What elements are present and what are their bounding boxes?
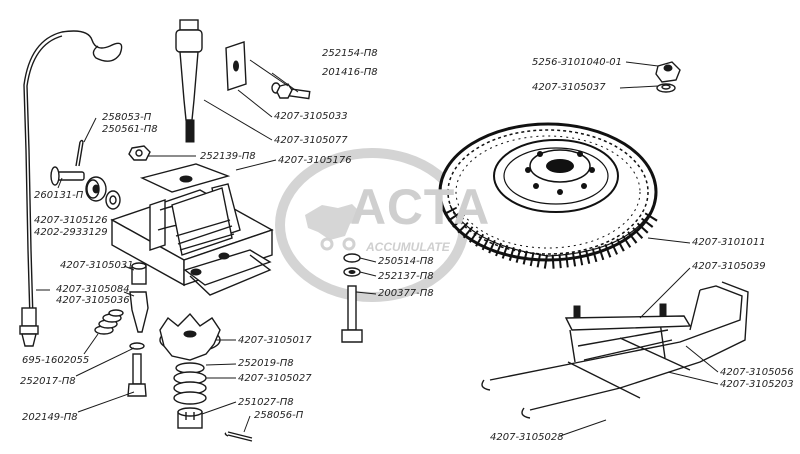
label-3101011: 4207-3101011 [692, 237, 766, 248]
label-252017: 252017-П8 [20, 376, 76, 387]
leader-lines [36, 59, 719, 437]
label-3105084: 4207-3105084 [56, 284, 130, 295]
spare-wheel [438, 122, 661, 270]
bracket-body [110, 183, 274, 296]
bushing [131, 262, 147, 285]
label-3105039: 4207-3105039 [692, 261, 766, 272]
nut-250561 [128, 145, 151, 161]
watermark-title: АСТА [350, 179, 492, 235]
cotter-pin-258053 [75, 139, 84, 167]
label-251027: 251027-П8 [238, 397, 294, 408]
label-202149: 202149-П8 [22, 412, 78, 423]
label-3105176: 4207-3105176 [278, 155, 352, 166]
label-3105077: 4207-3105077 [274, 135, 348, 146]
label-200377: 200377-П8 [378, 288, 434, 299]
label-252139: 252139-П8 [200, 151, 256, 162]
label-3105031: 4207-3105031 [60, 260, 134, 271]
label-3105028: 4207-3105028 [490, 432, 564, 443]
label-252154: 252154-П8 [322, 48, 378, 59]
small-bolt [271, 82, 311, 100]
label-3105037: 4207-3105037 [532, 82, 606, 93]
lock-plate [225, 41, 247, 91]
washer-252017 [129, 342, 145, 350]
label-258053: 258053-П [102, 112, 152, 123]
spring-stack [173, 362, 207, 405]
lever [129, 291, 149, 333]
label-2933129: 4202-2933129 [34, 227, 108, 238]
flexible-cable [19, 30, 123, 347]
watermark-subtitle: ACCUMULATE [366, 240, 450, 254]
spring [94, 309, 124, 335]
label-252137: 252137-П8 [378, 271, 434, 282]
wheel-carrier [481, 281, 749, 419]
label-3101040: 5256-3101040-01 [532, 57, 622, 68]
label-258056: 258056-П [254, 410, 304, 421]
label-252019: 252019-П8 [238, 358, 294, 369]
label-3105203: 4207-3105203 [720, 379, 794, 390]
label-3105036: 4207-3105036 [56, 295, 130, 306]
label-3105056: 4207-3105056 [720, 367, 794, 378]
bolt-202149 [127, 353, 147, 397]
label-250561: 250561-П8 [102, 124, 158, 135]
label-1602055: 695-1602055 [22, 355, 90, 366]
pin-and-pulley [50, 166, 121, 210]
star-gear [159, 312, 221, 361]
label-201416: 201416-П8 [322, 67, 378, 78]
label-250514: 250514-П8 [378, 256, 434, 267]
wheel-nut [655, 61, 681, 93]
castle-nut [177, 407, 203, 429]
cotter-pin-258056 [224, 431, 253, 442]
pivot-pin [175, 19, 203, 143]
label-3105126: 4207-3105126 [34, 215, 108, 226]
label-3105027: 4207-3105027 [238, 373, 312, 384]
label-3105033: 4207-3105033 [274, 111, 348, 122]
label-3105017: 4207-3105017 [238, 335, 312, 346]
label-260131: 260131-П [34, 190, 84, 201]
